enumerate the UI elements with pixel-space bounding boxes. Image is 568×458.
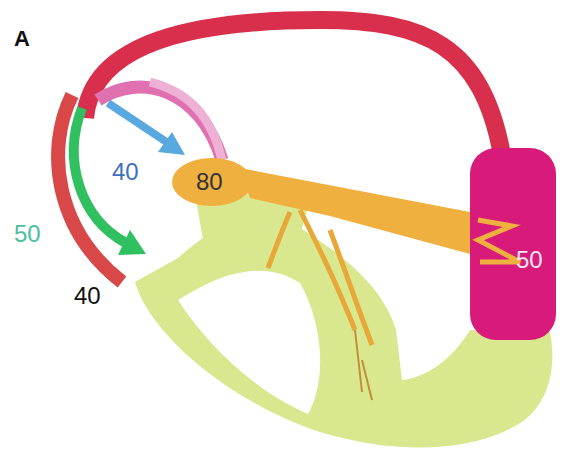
callout-number: 80 — [196, 170, 223, 194]
callout-number: 40 — [112, 160, 139, 184]
purkinje-fibers — [355, 330, 372, 400]
purkinje-fibers — [268, 210, 372, 345]
purkinje-fibers — [478, 220, 520, 262]
callout-number: 50 — [516, 248, 543, 272]
arrowhead — [158, 132, 185, 155]
atrial-wall — [58, 95, 122, 282]
callout-number: 50 — [14, 222, 41, 246]
arrowhead — [118, 230, 146, 255]
panel-letter: A — [14, 28, 30, 50]
av-node — [172, 158, 252, 206]
callout-number: 40 — [74, 284, 101, 308]
internodal-tract — [150, 82, 222, 160]
conduction-arrow — [108, 103, 168, 143]
ventricle-cavity — [178, 271, 320, 414]
ventricle-region — [470, 148, 556, 340]
